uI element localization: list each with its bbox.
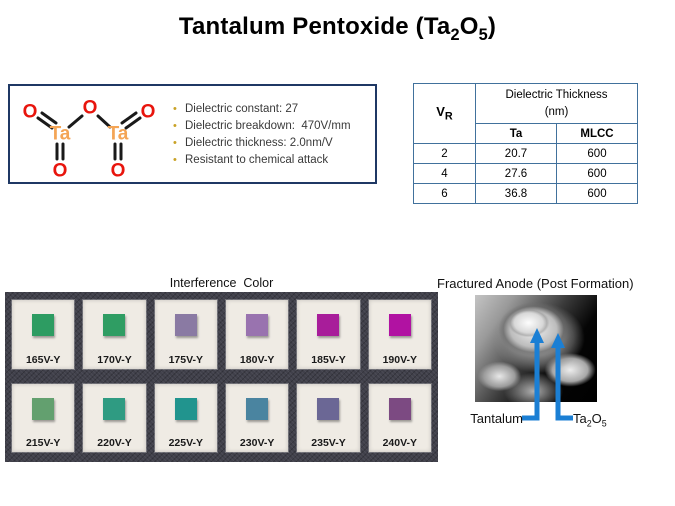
voltage-chip-card: 190V-Y <box>368 300 431 369</box>
voltage-chip-card: 235V-Y <box>297 383 360 452</box>
color-swatch <box>388 314 411 336</box>
annotation-arrows <box>522 328 573 421</box>
table-header-ta: Ta <box>475 123 557 144</box>
atom-ta: Ta <box>50 124 71 145</box>
ta2o5-label: Ta2O5 <box>573 411 607 429</box>
table-header-vr: VR <box>413 83 476 144</box>
color-swatch <box>174 314 197 336</box>
chip-label: 235V-Y <box>311 437 346 449</box>
table-cell: 36.8 <box>475 183 557 204</box>
atom-o: O <box>141 102 156 123</box>
atom-o: O <box>53 161 68 181</box>
tantalum-label: Tantalum <box>470 411 523 426</box>
dielectric-thickness-table: VR Dielectric Thickness (nm) Ta MLCC 2 2… <box>413 83 639 204</box>
table-row: 4 27.6 600 <box>413 163 639 184</box>
chip-label: 175V-Y <box>168 353 204 366</box>
properties-panel: O Ta O Ta O O O Dielectric constant: 27 … <box>8 84 377 184</box>
chip-label: 220V-Y <box>97 437 132 449</box>
color-swatch <box>317 314 340 336</box>
ta2o5-structure-diagram: O Ta O Ta O O O <box>23 98 156 181</box>
voltage-chip-card: 180V-Y <box>225 300 289 369</box>
chip-label: 170V-Y <box>97 353 132 366</box>
color-swatch <box>317 397 340 420</box>
chip-label: 165V-Y <box>25 353 61 366</box>
voltage-chip-card: 230V-Y <box>225 383 289 452</box>
color-swatch <box>103 314 126 336</box>
table-row: 2 20.7 600 <box>413 143 639 164</box>
color-swatch <box>174 397 197 420</box>
chip-label: 185V-Y <box>311 353 346 366</box>
table-cell: 2 <box>413 143 476 164</box>
table-cell: 600 <box>555 183 639 204</box>
chip-label: 190V-Y <box>382 353 418 366</box>
table-cell: 600 <box>555 143 639 164</box>
chip-label: 225V-Y <box>168 437 204 449</box>
table-cell: 6 <box>413 183 476 204</box>
voltage-chip-card: 215V-Y <box>12 383 75 452</box>
table-row: 6 36.8 600 <box>413 183 639 204</box>
property-item: Dielectric thickness: 2.0nm/V <box>172 137 351 149</box>
voltage-chip-card: 175V-Y <box>154 300 217 369</box>
page-title: Tantalum Pentoxide (Ta2O5) <box>178 13 497 44</box>
interference-color-photo: 165V-Y 170V-Y 175V-Y 180V-Y 185V-Y 190V-… <box>5 292 438 462</box>
chip-label: 215V-Y <box>25 437 61 449</box>
tantalum-arrow <box>522 328 544 421</box>
table-cell: 27.6 <box>475 163 557 184</box>
voltage-chip-card: 225V-Y <box>154 383 217 452</box>
table-header-dielectric-thickness: Dielectric Thickness (nm) <box>474 83 639 124</box>
property-list: Dielectric constant: 27 Dielectric break… <box>164 98 351 171</box>
color-swatch <box>103 397 126 420</box>
color-swatch <box>32 397 55 420</box>
voltage-chip-card: 165V-Y <box>12 300 75 369</box>
chip-label: 230V-Y <box>239 437 275 449</box>
table-cell: 4 <box>413 163 476 184</box>
ta2o5-arrow <box>551 333 573 421</box>
atom-ta: Ta <box>108 124 129 145</box>
color-swatch <box>246 397 269 420</box>
atom-o: O <box>83 98 98 119</box>
atom-o: O <box>23 102 38 123</box>
atom-o: O <box>111 161 126 181</box>
chip-label: 180V-Y <box>239 353 275 366</box>
table-cell: 600 <box>555 163 639 184</box>
chip-label: 240V-Y <box>382 437 418 449</box>
property-item: Dielectric breakdown: 470V/mm <box>172 120 351 132</box>
property-item: Resistant to chemical attack <box>172 154 351 166</box>
color-swatch <box>246 314 269 336</box>
color-swatch <box>32 314 55 336</box>
interference-color-label: Interference Color <box>169 276 274 290</box>
fractured-anode-label: Fractured Anode (Post Formation) <box>437 276 634 291</box>
table-header-mlcc: MLCC <box>555 123 639 144</box>
voltage-chip-card: 220V-Y <box>83 383 146 452</box>
voltage-chip-card: 170V-Y <box>83 300 146 369</box>
table-cell: 20.7 <box>475 143 557 164</box>
voltage-chip-card: 240V-Y <box>368 383 431 452</box>
color-swatch <box>388 397 411 420</box>
voltage-chip-card: 185V-Y <box>297 300 360 369</box>
property-item: Dielectric constant: 27 <box>172 103 351 115</box>
